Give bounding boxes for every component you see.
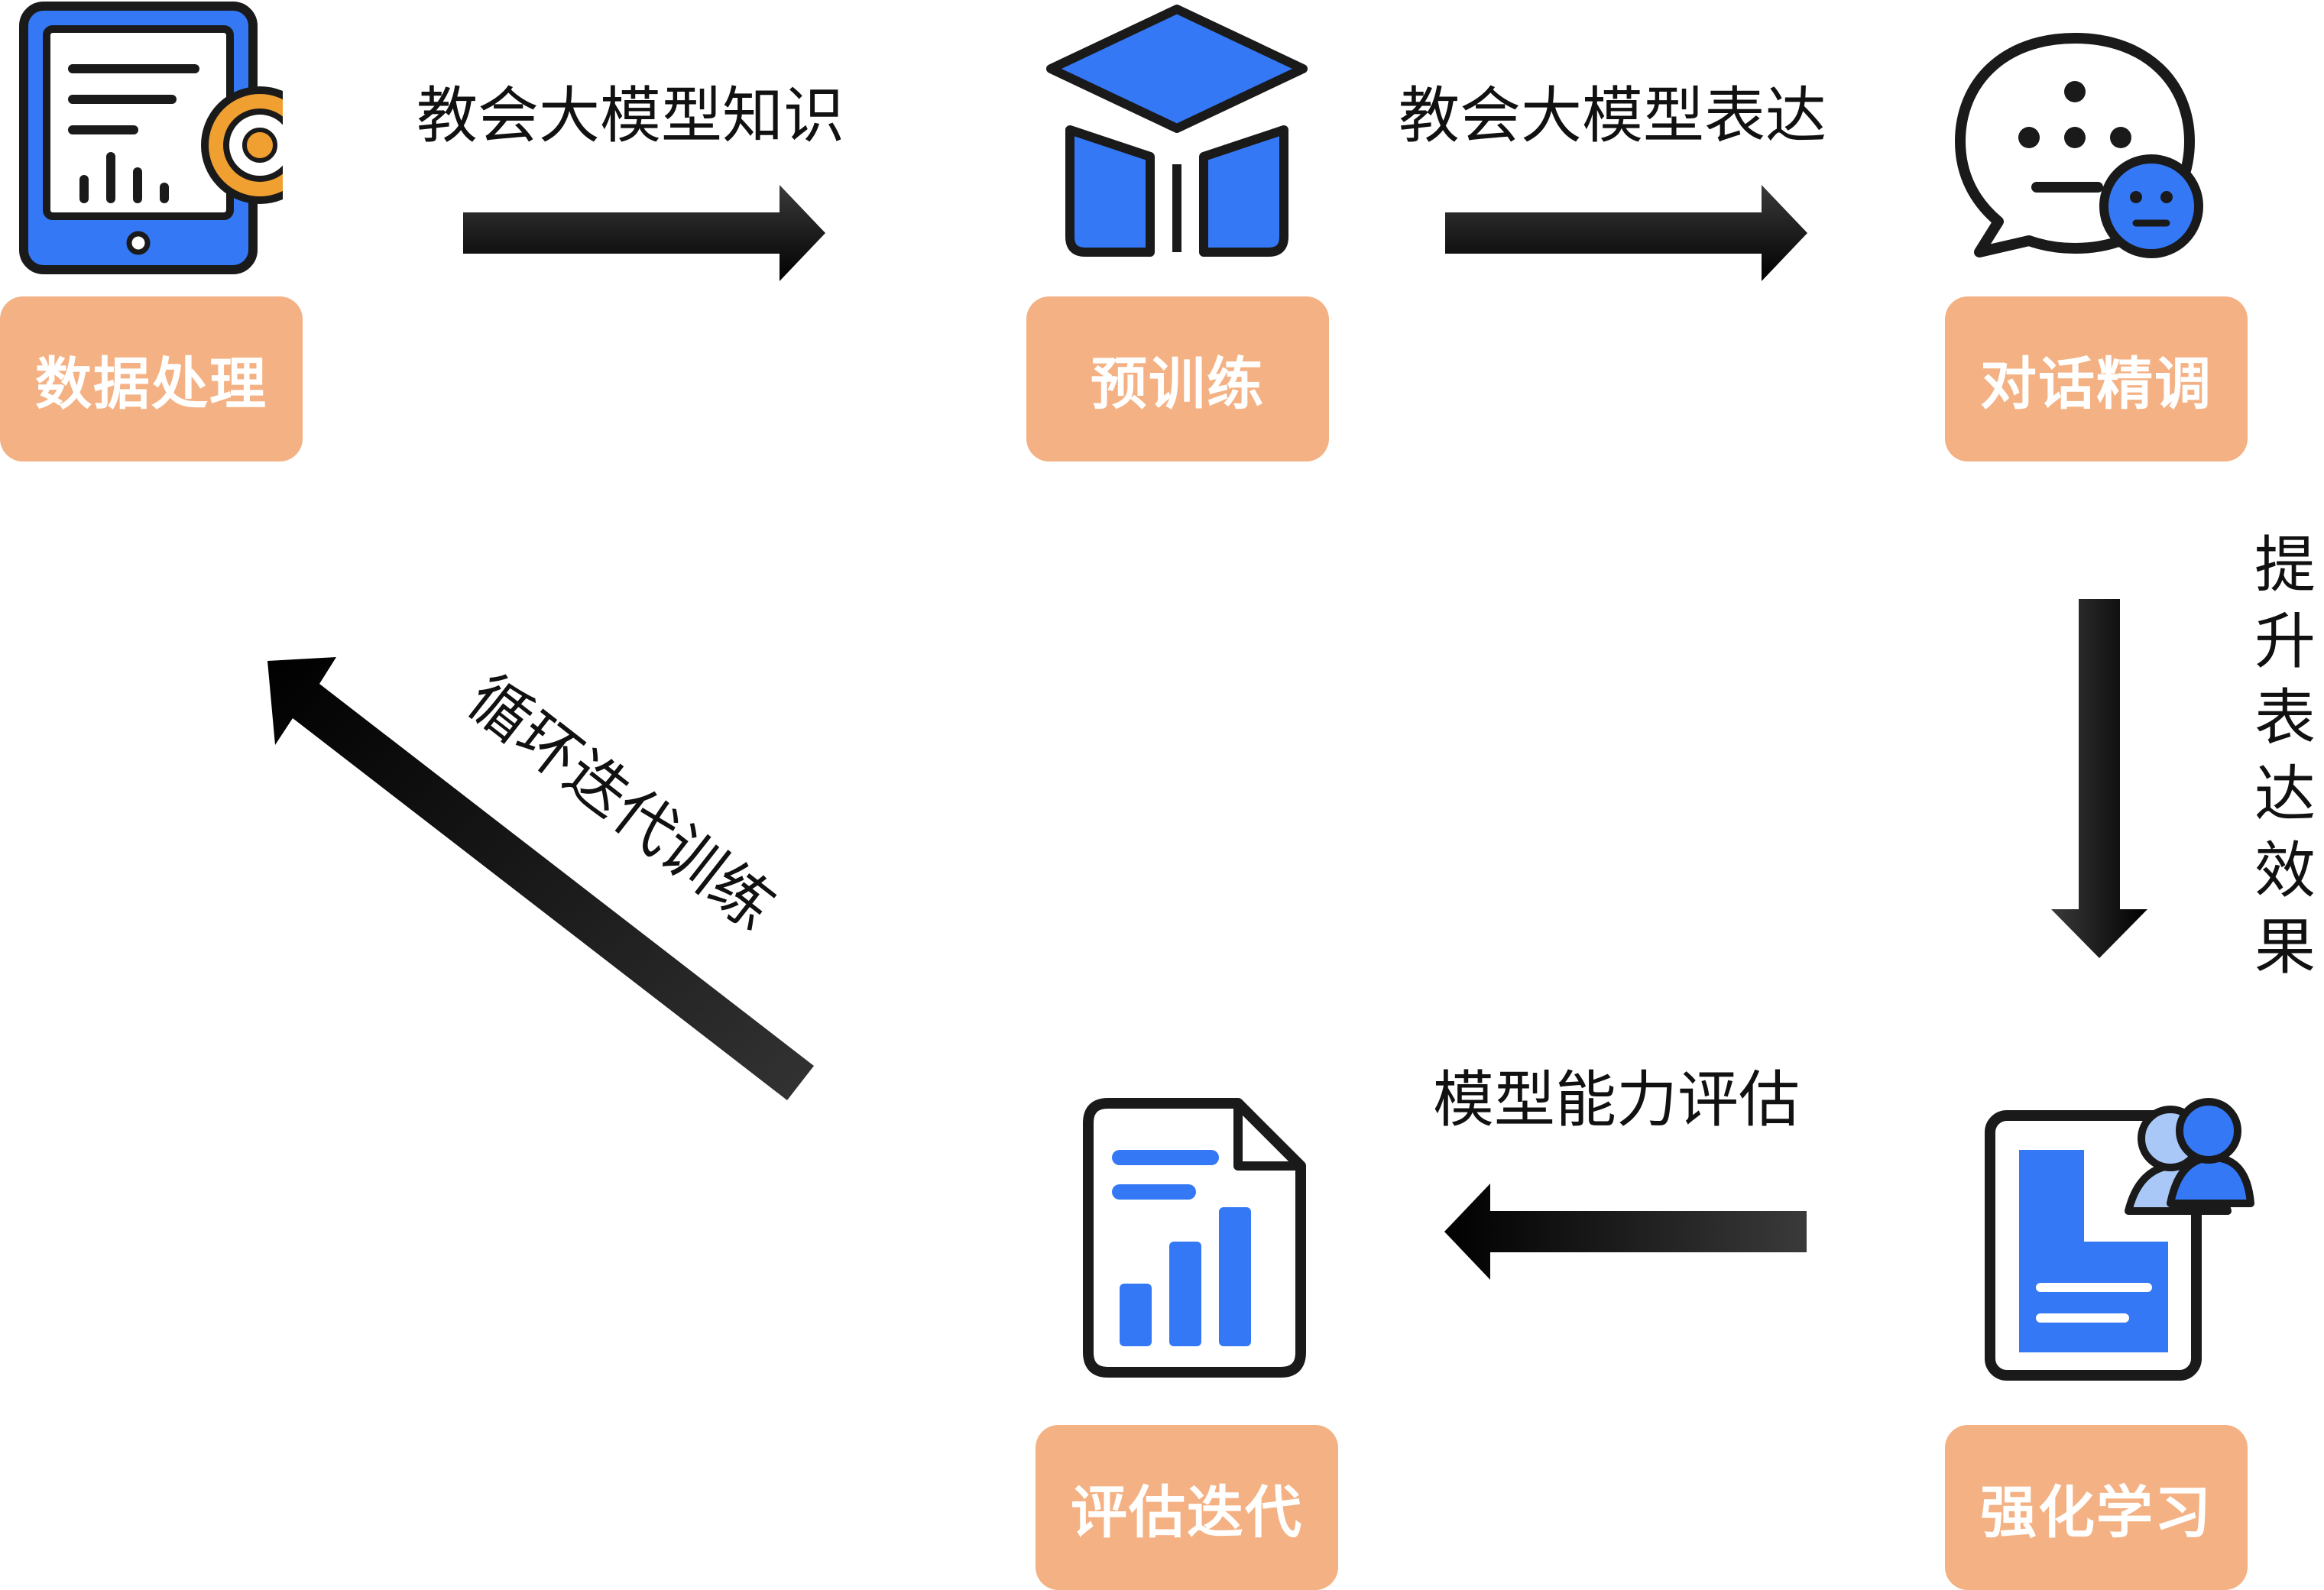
arrow-left xyxy=(1441,1180,1811,1284)
tablet-report-icon xyxy=(19,0,283,275)
edge-label-model-evaluation: 模型能力评估 xyxy=(1433,1064,1800,1135)
graduation-cap-icon xyxy=(1036,0,1318,264)
arrow-right-1 xyxy=(459,182,829,285)
edge-label-improve-expression: 提升表达效果 xyxy=(2254,529,2316,983)
arrow-right-2 xyxy=(1441,182,1811,285)
report-chart-icon xyxy=(1078,1093,1314,1383)
step-label-evaluation-iteration: 评估迭代 xyxy=(1036,1425,1338,1590)
step-label-dialog-finetuning: 对话精调 xyxy=(1945,296,2248,461)
document-users-icon xyxy=(1979,1058,2254,1387)
arrow-down xyxy=(2048,596,2151,963)
step-label-reinforcement-learning: 强化学习 xyxy=(1945,1425,2248,1590)
arrow-diagonal-up-left xyxy=(252,649,833,1123)
step-label-pretraining: 预训练 xyxy=(1026,296,1329,461)
step-label-data-processing: 数据处理 xyxy=(0,296,303,461)
edge-label-teach-expression: 教会大模型表达 xyxy=(1399,80,1826,151)
edge-label-teach-knowledge: 教会大模型知识 xyxy=(417,80,844,151)
chat-bubble-icon xyxy=(1945,23,2212,267)
